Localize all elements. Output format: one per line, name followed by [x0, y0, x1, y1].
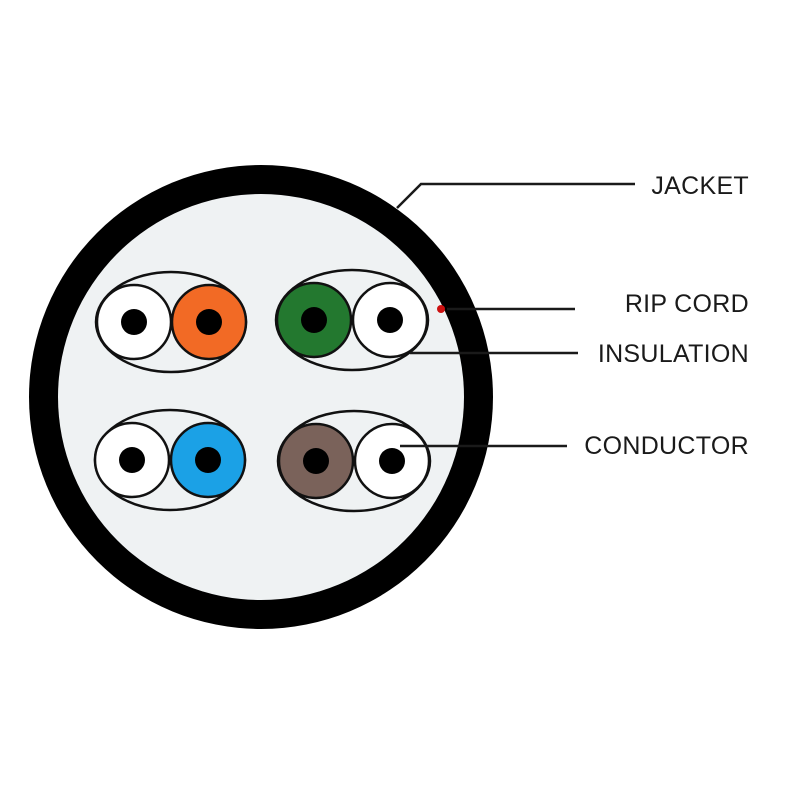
orange-pair: [94, 270, 248, 374]
conductor: [195, 447, 221, 473]
rip-cord-dot: [437, 305, 445, 313]
conductor: [121, 309, 147, 335]
green-pair: [274, 268, 430, 372]
conductor: [377, 307, 403, 333]
conductor: [196, 309, 222, 335]
conductor: [301, 307, 327, 333]
conductor: [379, 448, 405, 474]
insulation-label: INSULATION: [598, 340, 749, 368]
jacket-leader-line: [396, 182, 635, 209]
rip-cord-label: RIP CORD: [625, 290, 749, 318]
blue-pair: [93, 408, 247, 512]
conductor: [303, 448, 329, 474]
brown-pair: [276, 409, 432, 513]
conductor-label: CONDUCTOR: [584, 432, 749, 460]
cable-interior: [58, 194, 464, 600]
conductor: [119, 447, 145, 473]
jacket-label: JACKET: [651, 172, 749, 200]
